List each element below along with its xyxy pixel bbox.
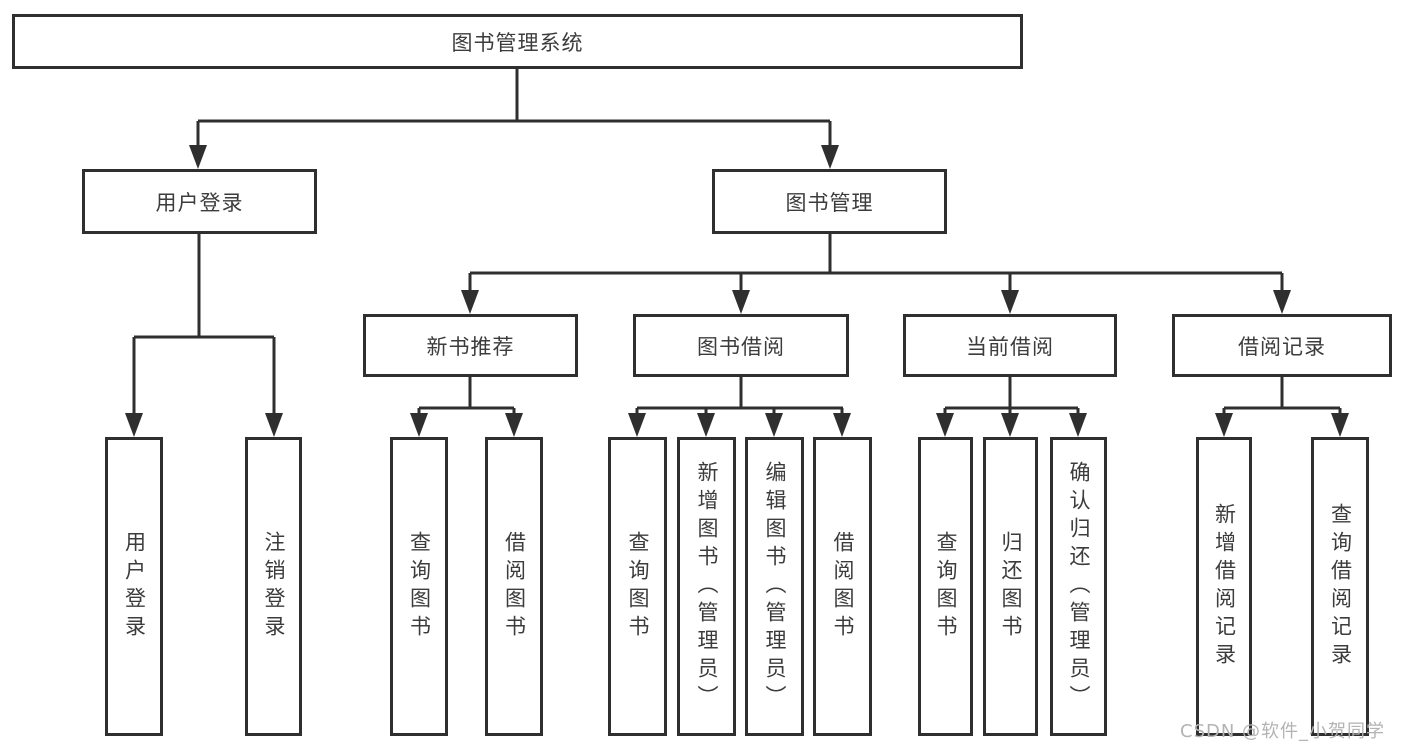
node-user-login-module: 用户登录 bbox=[82, 169, 317, 234]
node-borrowing-query-books: 查询图书 bbox=[608, 437, 667, 736]
node-recommend-query-books: 查询图书 bbox=[390, 437, 448, 736]
node-query-borrowing-record: 查询借阅记录 bbox=[1311, 437, 1369, 736]
node-new-book-recommendation: 新书推荐 bbox=[363, 314, 578, 377]
csdn-watermark: CSDN @软件_小贺同学 bbox=[1180, 721, 1386, 742]
node-user-login-leaf: 用户登录 bbox=[105, 437, 163, 736]
node-book-borrowing: 图书借阅 bbox=[633, 314, 849, 377]
node-recommend-borrow-books: 借阅图书 bbox=[485, 437, 543, 736]
node-add-borrowing-record: 新增借阅记录 bbox=[1196, 437, 1252, 736]
node-book-management-module: 图书管理 bbox=[712, 169, 947, 234]
node-borrowing-borrow-books: 借阅图书 bbox=[813, 437, 872, 736]
node-edit-books-admin: 编辑图书（管理员） bbox=[745, 437, 804, 736]
node-library-management-system: 图书管理系统 bbox=[12, 14, 1023, 69]
node-add-books-admin: 新增图书（管理员） bbox=[677, 437, 736, 736]
node-current-query-books: 查询图书 bbox=[918, 437, 973, 736]
node-current-borrowing: 当前借阅 bbox=[903, 314, 1117, 377]
node-logout-leaf: 注销登录 bbox=[245, 437, 302, 736]
node-return-books: 归还图书 bbox=[983, 437, 1038, 736]
node-borrowing-records: 借阅记录 bbox=[1172, 314, 1392, 377]
node-confirm-return-admin: 确认归还（管理员） bbox=[1050, 437, 1107, 736]
